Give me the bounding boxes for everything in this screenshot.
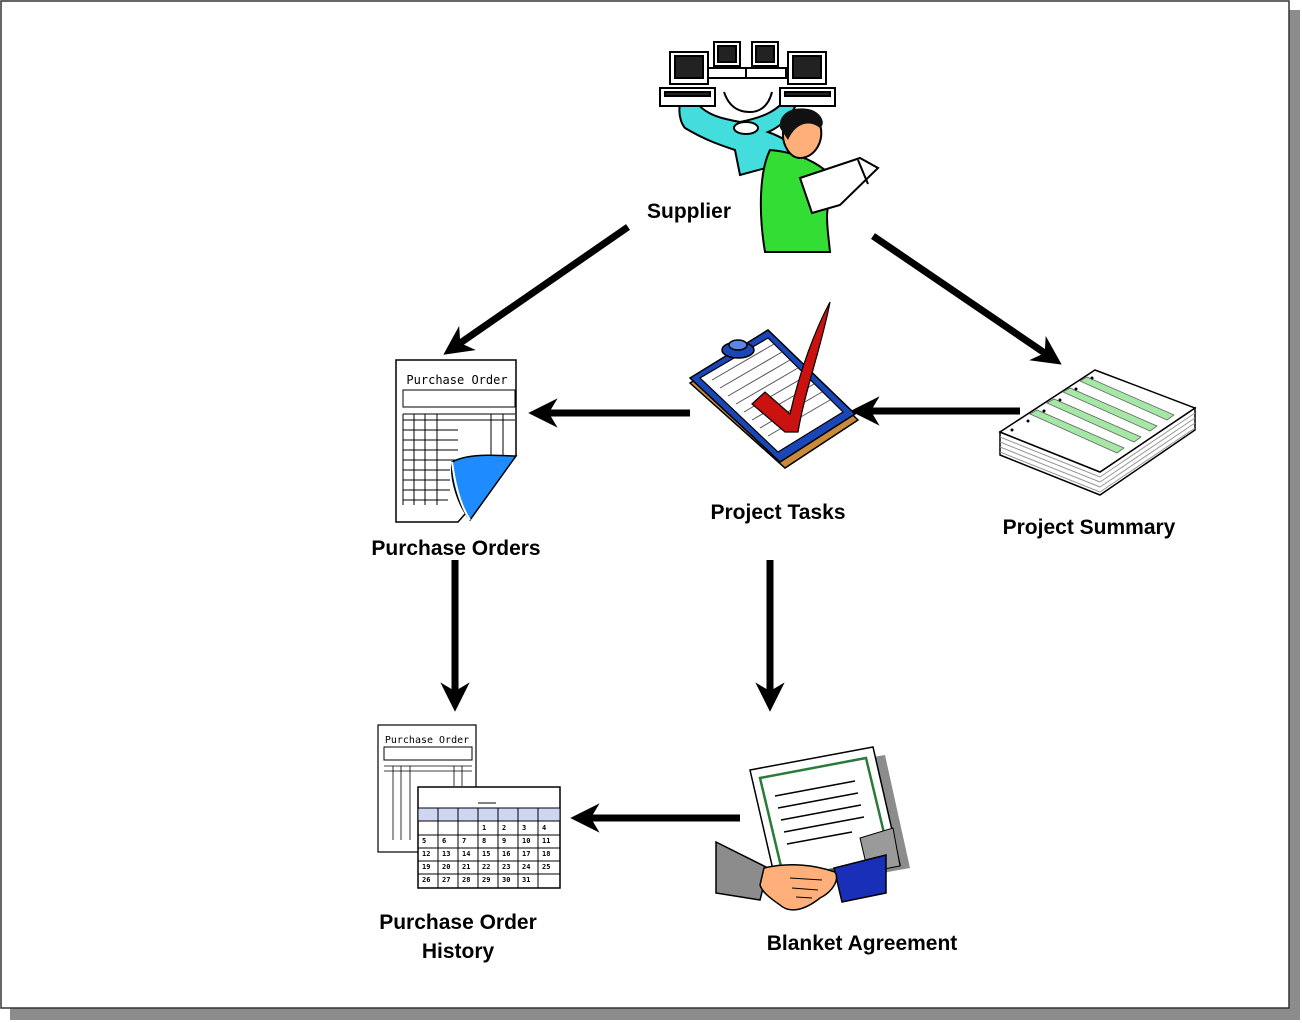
calendar-day: 11 — [542, 837, 550, 845]
calendar-day: 12 — [422, 850, 430, 858]
po-history-form-title: Purchase Order — [385, 735, 469, 746]
clipboard-checkmark-icon — [688, 301, 860, 469]
calendar-day: 31 — [522, 876, 530, 884]
blanket-agreement-label: Blanket Agreement — [767, 932, 958, 955]
arrow-supplier-to-purchase-orders — [443, 224, 630, 355]
supplier-network-icon — [659, 41, 880, 253]
calendar-day: 10 — [522, 837, 530, 845]
calendar-day: 9 — [502, 837, 506, 845]
project-tasks-label: Project Tasks — [710, 501, 845, 524]
purchase-order-form-icon: Purchase Order — [395, 359, 518, 523]
calendar-day: 30 — [502, 876, 510, 884]
calendar-day: 4 — [542, 824, 546, 832]
supplier-label: Supplier — [647, 200, 731, 223]
calendar-day: 2 — [502, 824, 506, 832]
calendar-day: 3 — [522, 824, 526, 832]
po-history-label-line2: History — [422, 940, 495, 963]
calendar-day: 29 — [482, 876, 490, 884]
stacked-reports-icon — [998, 369, 1197, 496]
calendar-day: 18 — [542, 850, 550, 858]
calendar-day: 17 — [522, 850, 530, 858]
po-form-title: Purchase Order — [406, 373, 507, 387]
calendar-day: 23 — [502, 863, 510, 871]
calendar-day: 26 — [422, 876, 430, 884]
po-history-label-line1: Purchase Order — [379, 911, 537, 934]
calendar-day: 19 — [422, 863, 430, 871]
calendar-day: 15 — [482, 850, 490, 858]
project-summary-label: Project Summary — [1003, 516, 1176, 539]
calendar-day: 16 — [502, 850, 510, 858]
handshake-contract-icon — [715, 746, 910, 911]
calendar-day: 6 — [442, 837, 446, 845]
calendar-day: 27 — [442, 876, 450, 884]
calendar-day: 5 — [422, 837, 426, 845]
arrow-supplier-to-project-summary — [871, 233, 1062, 365]
calendar-day: 22 — [482, 863, 490, 871]
calendar-day: 14 — [462, 850, 470, 858]
calendar-day: 24 — [522, 863, 530, 871]
calendar-day: 1 — [482, 824, 486, 832]
calendar-day: 7 — [462, 837, 466, 845]
calendar-day: 28 — [462, 876, 470, 884]
calendar-day: 20 — [442, 863, 450, 871]
calendar-day: 8 — [482, 837, 486, 845]
arrows — [440, 224, 1062, 833]
calendar-day: 25 — [542, 863, 550, 871]
form-calendar-icon: Purchase Order — [377, 724, 561, 889]
calendar-day: 21 — [462, 863, 470, 871]
purchase-orders-label: Purchase Orders — [371, 537, 540, 560]
calendar-day: 13 — [442, 850, 450, 858]
